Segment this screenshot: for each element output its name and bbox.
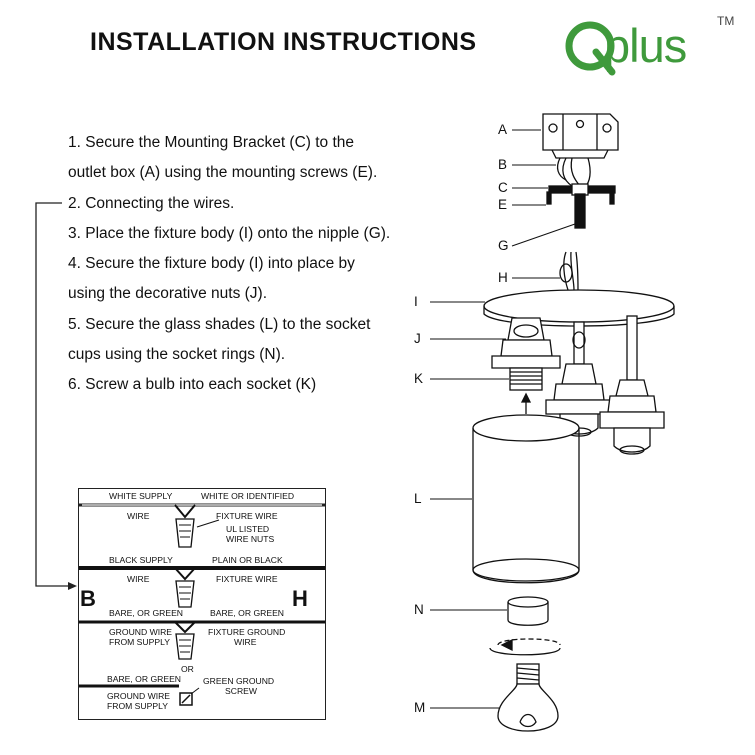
part-label-l: L: [414, 491, 422, 506]
step-line: 6. Screw a bulb into each socket (K): [68, 376, 317, 394]
label-black-supply: BLACK SUPPLY: [109, 555, 173, 565]
logo-text: plus: [604, 19, 687, 72]
label-ground-wire: GROUND WIRE: [109, 627, 173, 637]
socket-left: [491, 317, 561, 391]
label-fixture-wire: FIXTURE WIRE: [216, 574, 278, 584]
label-b: B: [80, 586, 96, 611]
label-or: OR: [181, 664, 194, 674]
part-label-g: G: [498, 238, 509, 253]
part-label-k: K: [414, 371, 424, 386]
part-label-m: M: [414, 700, 426, 715]
supply-wires: [556, 157, 591, 188]
step-line: 1. Secure the Mounting Bracket (C) to th…: [68, 134, 355, 151]
label-white-identified: WHITE OR IDENTIFIED: [201, 491, 295, 501]
label-wire: WIRE: [127, 574, 150, 584]
mounting-bracket: [546, 183, 616, 205]
part-label-a: A: [498, 122, 508, 137]
label-ground-wire: GROUND WIRE: [107, 691, 171, 701]
nipple: [574, 193, 586, 229]
step-line: 5. Secure the glass shades (L) to the so…: [68, 315, 371, 333]
glass-shade: [472, 414, 580, 584]
step-line: 2. Connecting the wires.: [68, 194, 235, 212]
step-line: cups using the socket rings (N).: [68, 346, 286, 364]
label-wire-nuts: WIRE NUTS: [226, 534, 275, 544]
wiring-diagram: WHITE SUPPLY WIRE WHITE OR IDENTIFIED FI…: [78, 488, 326, 720]
socket-right: [599, 379, 665, 455]
part-label-b: B: [498, 157, 508, 172]
step-line: 4. Secure the fixture body (I) into plac…: [68, 255, 355, 273]
fixture-wires: [559, 251, 579, 291]
label-fixture-wire: FIXTURE WIRE: [216, 511, 278, 521]
part-label-h: H: [498, 270, 508, 285]
label-screw: SCREW: [225, 686, 257, 696]
label-plain-black: PLAIN OR BLACK: [212, 555, 283, 565]
label-from-supply: FROM SUPPLY: [107, 701, 168, 711]
step-line: using the decorative nuts (J).: [68, 285, 268, 303]
label-ul-listed: UL LISTED: [226, 524, 270, 534]
label-wire: WIRE: [127, 511, 150, 521]
page-title: INSTALLATION INSTRUCTIONS: [90, 28, 477, 56]
step-line: 3. Place the fixture body (I) onto the n…: [68, 224, 391, 242]
label-bare-green: BARE, OR GREEN: [210, 608, 285, 618]
logo-q-mark: [565, 21, 616, 76]
label-green-ground: GREEN GROUND: [203, 676, 275, 686]
label-bare-green: BARE, OR GREEN: [107, 674, 182, 684]
rotation-arrow: [489, 638, 561, 656]
step-line: outlet box (A) using the mounting screws…: [68, 164, 378, 182]
part-label-e: E: [498, 197, 508, 212]
outlet-box: [542, 113, 619, 159]
label-white-supply: WHITE SUPPLY: [109, 491, 173, 501]
part-label-n: N: [414, 602, 424, 617]
part-label-c: C: [498, 180, 508, 195]
light-bulb: [497, 663, 559, 732]
part-label-j: J: [414, 331, 421, 346]
part-label-i: I: [414, 294, 418, 309]
label-h: H: [292, 586, 308, 611]
trademark: TM: [717, 14, 735, 28]
brand-logo: plus TM: [562, 12, 742, 87]
label-wire: WIRE: [234, 637, 257, 647]
label-fixture-ground: FIXTURE GROUND: [208, 627, 286, 637]
label-bare-green: BARE, OR GREEN: [109, 608, 184, 618]
wiring-lines: [79, 503, 325, 706]
socket-ring: [507, 596, 549, 626]
instruction-steps: 1. Secure the Mounting Bracket (C) to th…: [68, 128, 390, 401]
label-from-supply: FROM SUPPLY: [109, 637, 170, 647]
